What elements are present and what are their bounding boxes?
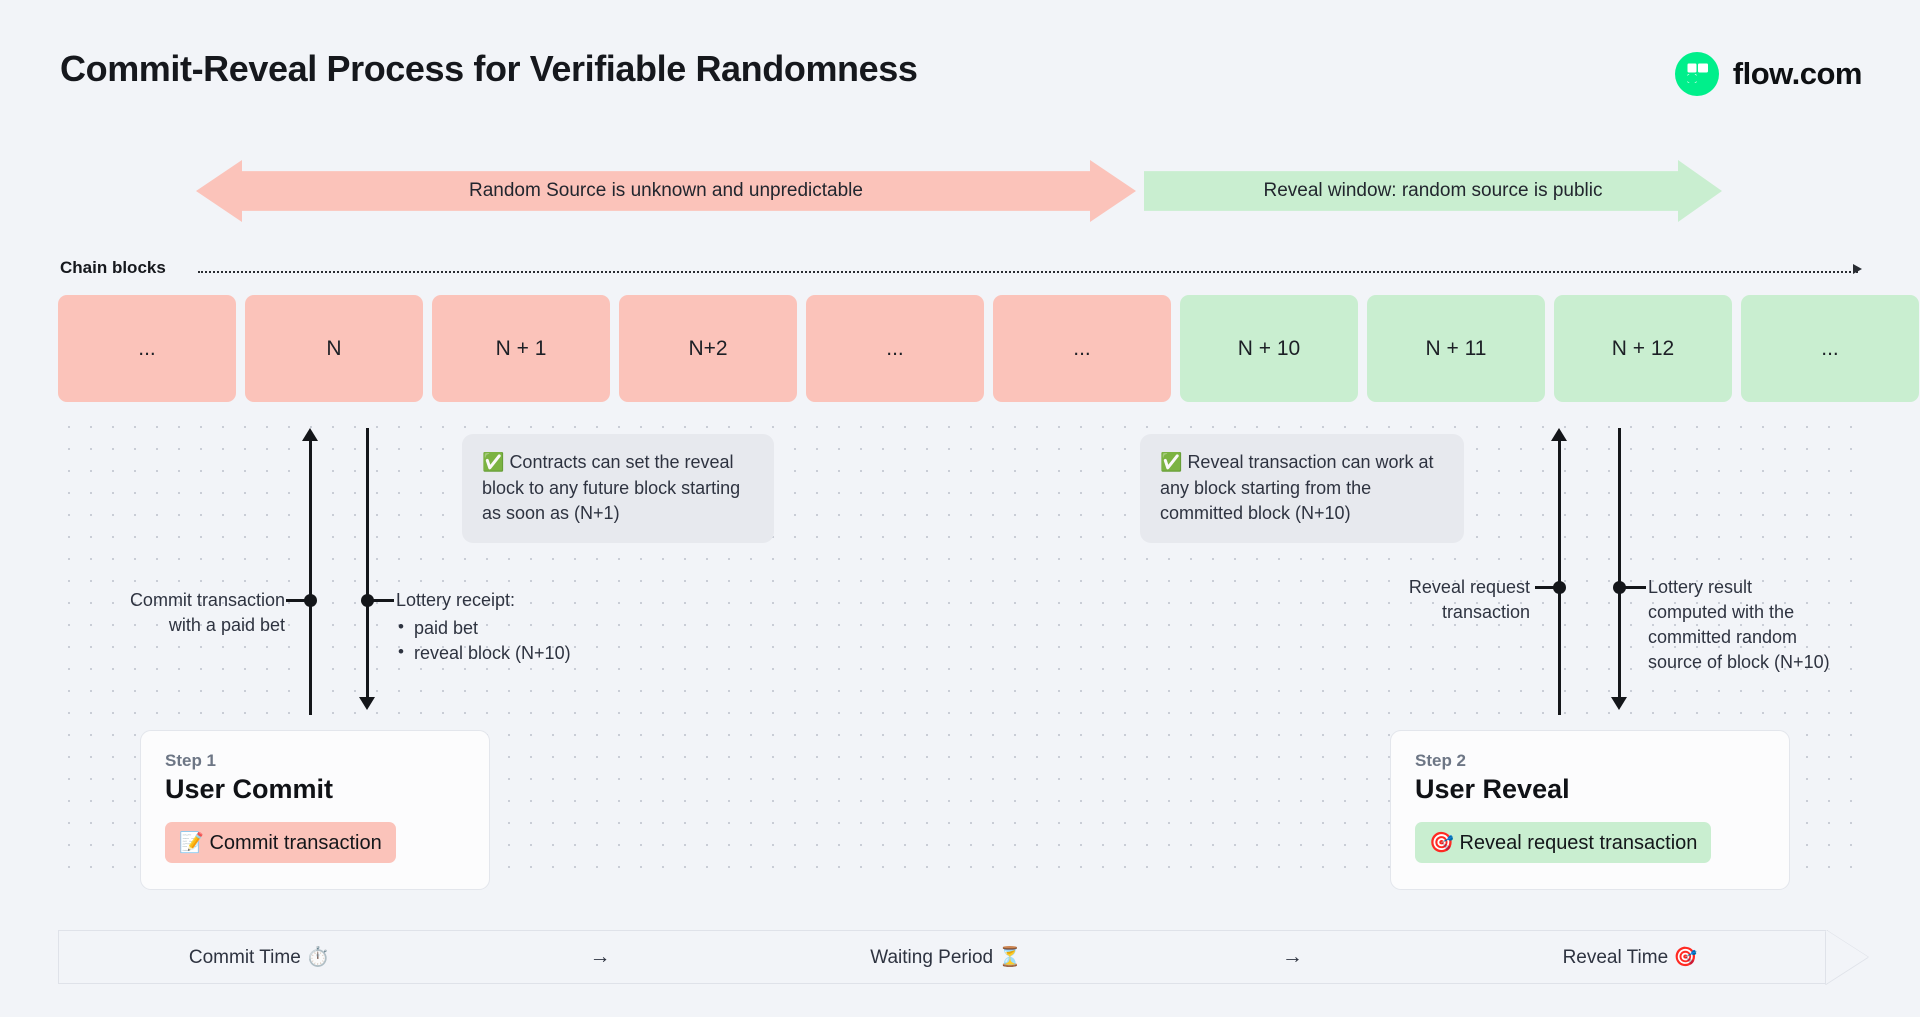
timeline-arrow-tip-icon — [1826, 930, 1868, 984]
timeline-arrow-icon: → — [1281, 945, 1303, 968]
chain-block[interactable]: N + 11 — [1367, 295, 1545, 402]
chain-block-label: ... — [1073, 336, 1091, 360]
chain-blocks-row: ... N N + 1 N+2 ... ... N + 10 N + 11 N … — [58, 295, 1919, 402]
step-card-user-reveal[interactable]: Step 2 User Reveal 🎯 Reveal request tran… — [1390, 730, 1790, 890]
chain-block-label: ... — [886, 336, 904, 360]
chain-block-label: ... — [1821, 336, 1839, 360]
page-title: Commit-Reveal Process for Verifiable Ran… — [60, 48, 918, 89]
commit-connector-stub — [286, 599, 308, 602]
annotation-receipt-list: paid bet reveal block (N+10) — [396, 615, 656, 666]
annotation-lottery-receipt: Lottery receipt: paid bet reveal block (… — [396, 588, 656, 666]
check-icon: ✅ — [482, 452, 505, 472]
annotation-lottery-result-line3: committed random — [1648, 627, 1798, 648]
list-item: paid bet — [396, 615, 656, 641]
chain-block-label: N + 11 — [1425, 336, 1487, 360]
phase-banner-row: Random Source is unknown and unpredictab… — [0, 160, 1920, 232]
callout-contracts-reveal-block: ✅ Contracts can set the reveal block to … — [462, 434, 774, 543]
step-label: Step 1 — [165, 751, 217, 770]
chain-block-label: N+2 — [688, 336, 728, 360]
step-label: Step 2 — [1415, 751, 1467, 770]
receipt-connector-stub — [372, 599, 394, 602]
lottery-result-arrow-head-icon — [1611, 697, 1627, 710]
banner-random-unknown: Random Source is unknown and unpredictab… — [196, 160, 1136, 222]
commit-transaction-pill[interactable]: 📝 Commit transaction — [165, 822, 396, 863]
annotation-lottery-result-line2: computed with the — [1648, 602, 1795, 623]
commit-arrow-head-icon — [302, 428, 318, 441]
brand-logo: flow.com — [1674, 52, 1863, 96]
lottery-result-arrow-shaft — [1618, 428, 1621, 698]
annotation-commit-transaction: Commit transaction with a paid bet — [80, 588, 285, 638]
timeline-stage-commit-time: Commit Time ⏱️ — [188, 947, 330, 968]
reveal-request-arrow-shaft — [1558, 440, 1561, 715]
annotation-reveal-request-line1: Reveal request — [1408, 577, 1530, 597]
reveal-request-connector-stub — [1535, 586, 1557, 589]
receipt-arrow-shaft — [366, 428, 369, 698]
reveal-request-pill[interactable]: 🎯 Reveal request transaction — [1415, 822, 1712, 863]
chain-block[interactable]: ... — [58, 295, 236, 402]
chain-axis-line — [198, 271, 1858, 273]
step-title: User Reveal — [1415, 774, 1570, 804]
chain-block[interactable]: N + 1 — [432, 295, 610, 402]
receipt-arrow-head-icon — [359, 697, 375, 710]
annotation-receipt-title: Lottery receipt: — [396, 590, 516, 610]
list-item: reveal block (N+10) — [396, 640, 656, 666]
chain-block[interactable]: ... — [1741, 295, 1919, 402]
flow-logo-icon — [1674, 52, 1719, 96]
chain-block-label: ... — [138, 336, 156, 360]
step-title: User Commit — [165, 774, 334, 804]
check-icon: ✅ — [1160, 452, 1183, 472]
chain-axis-arrow-icon — [1853, 264, 1862, 274]
receipt-node-dot — [361, 594, 374, 607]
chain-block-label: N + 10 — [1237, 336, 1301, 360]
target-icon: 🎯 — [1429, 832, 1454, 854]
chain-block[interactable]: ... — [806, 295, 984, 402]
commit-transaction-pill-label: Commit transaction — [209, 832, 382, 854]
reveal-request-pill-label: Reveal request transaction — [1459, 832, 1698, 854]
brand-name: flow.com — [1732, 56, 1863, 91]
process-timeline: Commit Time ⏱️ → Waiting Period ⏳ → Reve… — [58, 930, 1828, 984]
annotation-reveal-request-line2: transaction — [1441, 602, 1530, 623]
timeline-stage-waiting-period: Waiting Period ⏳ — [870, 947, 1023, 968]
callout-text: Reveal transaction can work at any block… — [1160, 452, 1434, 524]
chain-block[interactable]: N — [245, 295, 423, 402]
banner-random-unknown-label: Random Source is unknown and unpredictab… — [469, 180, 863, 201]
chain-blocks-label: Chain blocks — [60, 258, 166, 277]
chain-block[interactable]: ... — [993, 295, 1171, 402]
annotation-lottery-result: Lottery result computed with the committ… — [1648, 575, 1888, 675]
chain-block-label: N — [326, 336, 342, 360]
lottery-result-node-dot — [1613, 581, 1626, 594]
lottery-result-connector-stub — [1624, 586, 1646, 589]
banner-reveal-window: Reveal window: random source is public — [1144, 160, 1722, 222]
flow-mark-glyph — [1686, 63, 1708, 84]
chain-block[interactable]: N + 12 — [1554, 295, 1732, 402]
timeline-stage-reveal-time: Reveal Time 🎯 — [1562, 947, 1698, 968]
annotation-lottery-result-line4: source of block (N+10) — [1648, 652, 1830, 673]
callout-text: Contracts can set the reveal block to an… — [482, 452, 741, 524]
annotation-reveal-request: Reveal request transaction — [1355, 575, 1530, 625]
reveal-request-node-dot — [1553, 581, 1566, 594]
callout-reveal-transaction-window: ✅ Reveal transaction can work at any blo… — [1140, 434, 1464, 543]
step-card-user-commit[interactable]: Step 1 User Commit 📝 Commit transaction — [140, 730, 490, 890]
banner-reveal-window-label: Reveal window: random source is public — [1263, 180, 1603, 201]
chain-block-label: N + 12 — [1611, 336, 1675, 360]
annotation-lottery-result-line1: Lottery result — [1648, 577, 1753, 597]
commit-node-dot — [304, 594, 317, 607]
reveal-request-arrow-head-icon — [1551, 428, 1567, 441]
chain-block[interactable]: N + 10 — [1180, 295, 1358, 402]
timeline-arrow-icon: → — [589, 945, 611, 968]
chain-block-label: N + 1 — [495, 336, 547, 360]
memo-icon: 📝 — [179, 832, 204, 854]
chain-block[interactable]: N+2 — [619, 295, 797, 402]
annotation-commit-line2: with a paid bet — [168, 615, 285, 636]
commit-arrow-shaft — [309, 440, 312, 715]
annotation-commit-line1: Commit transaction — [129, 590, 285, 610]
